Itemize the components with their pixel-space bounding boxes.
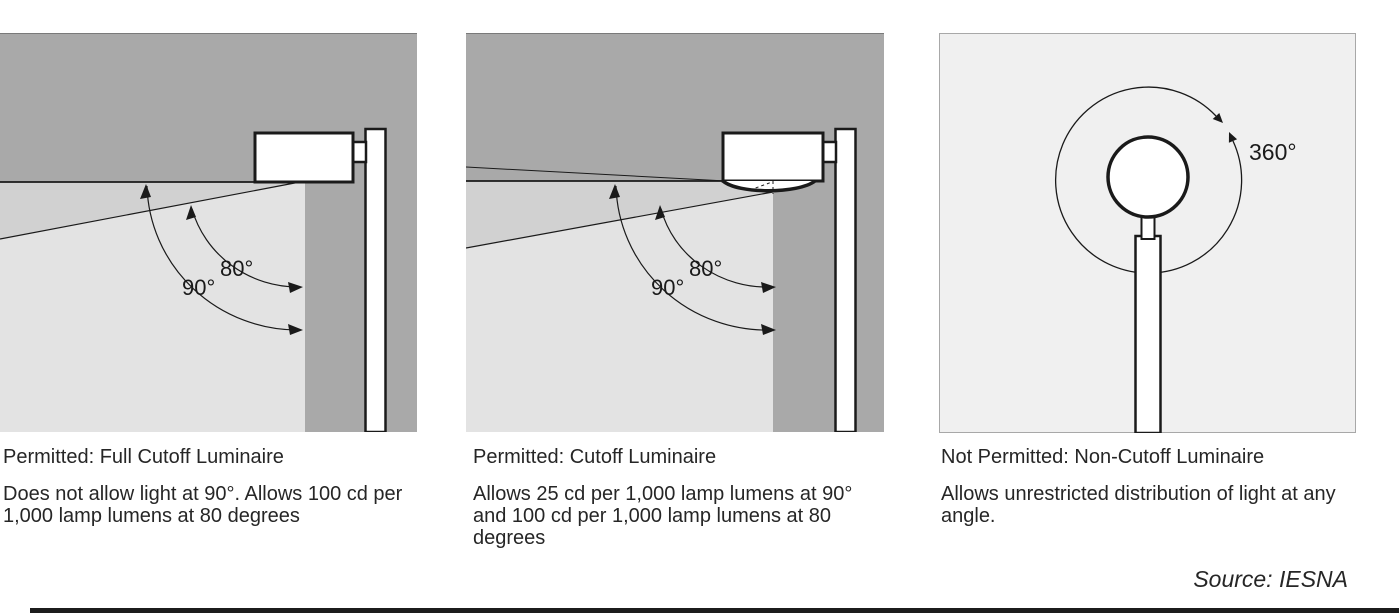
panel-cutoff-diagram: 80° 90° [466, 33, 884, 432]
bottom-divider-bar [30, 608, 1399, 613]
pole [834, 127, 857, 432]
caption-title-non-cutoff: Not Permitted: Non-Cutoff Luminaire [941, 446, 1265, 468]
angle-80-label: 80° [220, 256, 253, 281]
angle-360-label: 360° [1249, 139, 1297, 165]
rotation-circle [1055, 86, 1243, 274]
arrowhead-up-80 [655, 205, 665, 220]
rotation-arrowhead-b [1228, 132, 1238, 143]
source-credit: Source: IESNA [1193, 566, 1348, 592]
arrowhead-right-80 [288, 282, 303, 293]
luminaire-housing [721, 131, 825, 183]
non-cutoff-illustration: 360° [939, 33, 1356, 433]
dashed-angle-line [749, 181, 773, 191]
drop-lens [721, 179, 817, 193]
panel-full-cutoff-diagram: 80° 90° [0, 33, 417, 432]
rotation-arrowhead-a [1212, 113, 1223, 123]
pole [364, 127, 387, 432]
caption-body-full-cutoff: Does not allow light at 90°. Allows 100 … [3, 483, 403, 527]
mounting-arm [821, 140, 838, 164]
arrowhead-up-90 [140, 184, 151, 199]
angle-90-label: 90° [651, 275, 684, 300]
eighty-degree-arc [191, 208, 300, 288]
angle-90-label: 90° [182, 275, 215, 300]
globe-luminaire [1106, 135, 1190, 219]
caption-title-cutoff: Permitted: Cutoff Luminaire [473, 446, 717, 468]
pole [1134, 234, 1162, 433]
panel-non-cutoff-diagram: 360° [939, 33, 1356, 433]
luminaire-housing [253, 131, 355, 184]
ninety-degree-arc [615, 185, 773, 331]
cutoff-illustration: 80° 90° [466, 33, 884, 432]
caption-body-cutoff: Allows 25 cd per 1,000 lamp lumens at 90… [473, 483, 853, 549]
mounting-arm [351, 140, 368, 164]
above-horizontal-spill-line [466, 166, 727, 182]
arrowhead-right-90 [288, 324, 303, 335]
eighty-degree-line [466, 191, 774, 249]
caption-body-non-cutoff: Allows unrestricted distribution of ligh… [941, 483, 1336, 527]
arrowhead-up-90 [609, 184, 620, 199]
arrowhead-up-80 [186, 205, 196, 220]
arrowhead-right-80 [761, 282, 776, 293]
eighty-degree-arc [660, 208, 773, 288]
angle-80-label: 80° [689, 256, 722, 281]
arrowhead-right-90 [761, 324, 776, 335]
caption-title-full-cutoff: Permitted: Full Cutoff Luminaire [3, 446, 284, 468]
full-cutoff-illustration: 80° 90° [0, 33, 417, 432]
ninety-degree-arc [146, 185, 300, 331]
